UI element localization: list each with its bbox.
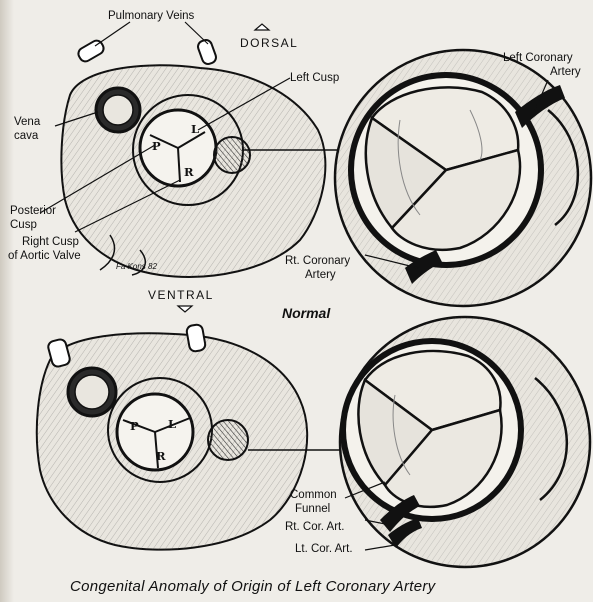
normal-cusp-letter-r: R (184, 166, 194, 179)
label-pulmonary-veins: Pulmonary Veins (108, 10, 194, 23)
label-left-coronary-1: Left Coronary (503, 52, 573, 65)
normal-right-coronary-ostium (214, 137, 250, 173)
label-left-cusp: Left Cusp (290, 72, 339, 85)
caption-normal: Normal (282, 305, 330, 321)
normal-valve-zoom (335, 50, 591, 306)
normal-heart (61, 38, 325, 277)
normal-cusp-letter-p: P (152, 140, 161, 153)
anomaly-cusp-letter-l: L (168, 418, 176, 431)
normal-cusp-letter-l: L (191, 123, 199, 136)
anomaly-cusp-letter-r: R (156, 450, 166, 463)
label-rt-cor-art: Rt. Cor. Art. (285, 521, 344, 534)
label-left-coronary-2: Artery (550, 66, 581, 79)
artist-signature: Fa Kons 82 (116, 262, 157, 271)
caption-main: Congenital Anomaly of Origin of Left Cor… (70, 578, 436, 595)
label-rt-coronary-2: Artery (305, 269, 336, 282)
anomaly-valve-zoom (340, 317, 590, 567)
anomaly-pulmonary-vein-right (186, 324, 206, 352)
label-vena-cava-1: Vena (14, 116, 40, 129)
label-lt-cor-art: Lt. Cor. Art. (295, 543, 353, 556)
label-dorsal: DORSAL (240, 36, 298, 50)
anomaly-cusp-letter-p: P (130, 420, 139, 433)
label-posterior-cusp-2: Cusp (10, 219, 37, 232)
anomaly-heart (37, 324, 307, 550)
label-vena-cava-2: cava (14, 130, 38, 143)
label-posterior-cusp-1: Posterior (10, 205, 56, 218)
anomaly-common-funnel-ostium (208, 420, 248, 460)
ventral-arrow-icon (178, 306, 192, 312)
label-common-funnel-1: Common (290, 489, 337, 502)
label-common-funnel-2: Funnel (295, 503, 330, 516)
label-right-cusp-1: Right Cusp (22, 236, 79, 249)
label-ventral: VENTRAL (148, 288, 214, 302)
label-right-cusp-2: of Aortic Valve (8, 250, 81, 263)
dorsal-arrow-icon (255, 24, 269, 30)
label-rt-coronary-1: Rt. Coronary (285, 255, 350, 268)
